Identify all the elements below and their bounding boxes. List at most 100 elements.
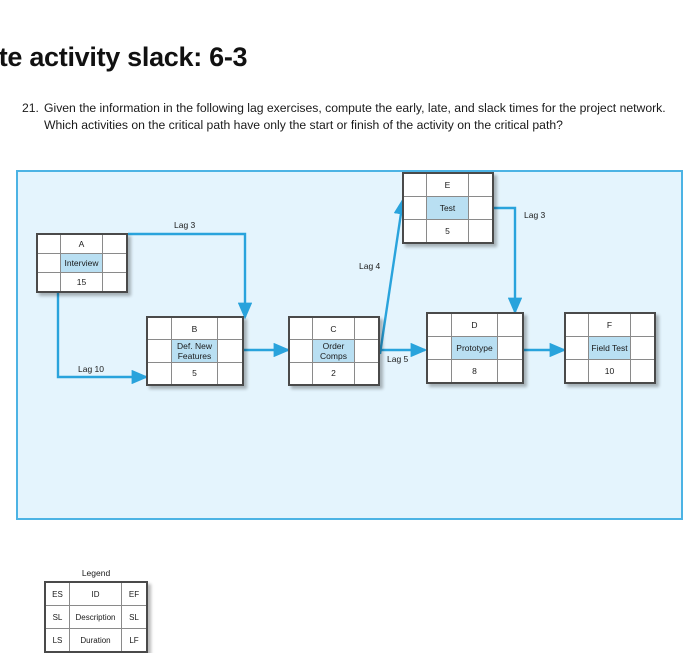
node-a-duration: 15 xyxy=(61,273,104,291)
node-e-lf xyxy=(469,220,492,242)
node-e-ls xyxy=(404,220,427,242)
node-b-row-mid: Def. New Features xyxy=(148,340,242,363)
node-a-description: Interview xyxy=(60,254,104,272)
node-d-es xyxy=(428,314,453,336)
node-d-row-top: D xyxy=(428,314,522,337)
node-b-row-bottom: 5 xyxy=(148,362,242,384)
node-a-lf xyxy=(103,273,126,291)
node-b-sl-right xyxy=(218,340,242,361)
node-f-row-top: F xyxy=(566,314,654,337)
arrow-a-to-b-lag10 xyxy=(56,287,149,385)
node-d-duration: 8 xyxy=(452,360,498,382)
node-a-ef xyxy=(103,235,126,253)
node-d-row-bottom: 8 xyxy=(428,360,522,382)
question-number: 21. xyxy=(22,101,39,115)
node-f-sl-right xyxy=(631,337,654,359)
legend-ef: EF xyxy=(128,589,140,599)
node-c-row-top: C xyxy=(290,318,378,341)
node-c-ls xyxy=(290,362,313,384)
node-f-sl-left xyxy=(566,337,589,359)
legend-row-1: ES ID EF xyxy=(46,583,146,606)
node-d-id: D xyxy=(452,314,498,336)
node-c-row-bottom: 2 xyxy=(290,362,378,384)
node-c-sl-left xyxy=(290,340,313,362)
node-a-row-mid: Interview xyxy=(38,254,126,273)
node-c-duration: 2 xyxy=(313,362,356,384)
node-e-description: Test xyxy=(426,197,470,219)
node-b-id: B xyxy=(172,318,218,340)
page-title: ete activity slack: 6-3 xyxy=(0,42,248,72)
arrow-c-to-e-lag4 xyxy=(378,197,408,355)
legend-row-2: SL Description SL xyxy=(46,606,146,629)
node-c-es xyxy=(290,318,313,340)
node-e-sl-right xyxy=(469,197,492,219)
node-b-lf xyxy=(218,363,242,384)
lag-label-a-to-b-alt: Lag 10 xyxy=(78,364,104,374)
activity-node-e[interactable]: E Test 5 xyxy=(402,172,494,244)
node-f-duration: 10 xyxy=(589,360,632,382)
activity-node-a[interactable]: A Interview 15 xyxy=(36,233,128,293)
node-c-row-mid: Order Comps xyxy=(290,340,378,363)
arrow-a-to-b-lag3 xyxy=(128,232,253,320)
legend-id: ID xyxy=(70,583,122,605)
node-f-ef xyxy=(631,314,654,336)
node-f-row-bottom: 10 xyxy=(566,360,654,382)
node-e-sl-left xyxy=(404,197,427,219)
node-b-description: Def. New Features xyxy=(172,340,218,362)
node-e-es xyxy=(404,174,427,196)
node-b-ef xyxy=(218,318,242,339)
node-b-row-top: B xyxy=(148,318,242,341)
legend-duration: Duration xyxy=(70,629,122,651)
legend-title: Legend xyxy=(81,568,111,578)
activity-node-c[interactable]: C Order Comps 2 xyxy=(288,316,380,386)
node-b-duration: 5 xyxy=(172,362,218,384)
node-f-row-mid: Field Test xyxy=(566,337,654,360)
node-c-lf xyxy=(355,363,378,384)
node-d-description: Prototype xyxy=(452,337,498,359)
node-b-sl-left xyxy=(148,340,173,362)
question-text: Given the information in the following l… xyxy=(44,101,666,132)
node-c-description: Order Comps xyxy=(312,340,356,362)
node-d-ls xyxy=(428,360,453,382)
legend-sl-right: SL xyxy=(129,612,139,622)
node-b-es xyxy=(148,318,173,340)
legend-es: ES xyxy=(46,583,70,605)
node-c-id: C xyxy=(313,318,356,340)
lag-label-e-to-d: Lag 3 xyxy=(524,210,546,220)
node-d-lf xyxy=(498,360,522,382)
lag-label-c-to-e: Lag 4 xyxy=(359,261,381,271)
node-a-row-bottom: 15 xyxy=(38,273,126,291)
node-a-sl-right xyxy=(103,254,126,272)
legend-ls: LS xyxy=(46,629,70,651)
node-c-sl-right xyxy=(355,340,378,361)
node-e-ef xyxy=(469,174,492,196)
question-block: 21. Given the information in the followi… xyxy=(22,100,690,134)
legend: Legend ES ID EF SL Description SL LS Dur… xyxy=(44,568,148,653)
node-d-ef xyxy=(498,314,522,336)
node-e-id: E xyxy=(427,174,470,196)
activity-node-b[interactable]: B Def. New Features 5 xyxy=(146,316,244,386)
activity-node-d[interactable]: D Prototype 8 xyxy=(426,312,524,384)
arrow-e-to-d-lag3 xyxy=(493,206,523,315)
legend-row-3: LS Duration LF xyxy=(46,629,146,651)
legend-description: Description xyxy=(70,606,122,628)
node-c-ef xyxy=(355,318,378,339)
node-f-lf xyxy=(631,360,654,382)
activity-node-f[interactable]: F Field Test 10 xyxy=(564,312,656,384)
lag-label-a-to-b: Lag 3 xyxy=(174,220,196,230)
legend-sl-left: SL xyxy=(46,606,70,628)
node-f-id: F xyxy=(589,314,632,336)
node-e-row-mid: Test xyxy=(404,197,492,220)
node-d-row-mid: Prototype xyxy=(428,337,522,360)
legend-box: ES ID EF SL Description SL LS Duration L… xyxy=(44,581,148,653)
node-a-es xyxy=(38,235,61,253)
node-e-duration: 5 xyxy=(427,220,470,242)
diagram-arrows xyxy=(56,197,567,385)
node-a-row-top: A xyxy=(38,235,126,254)
node-a-id: A xyxy=(61,235,104,253)
network-diagram-panel: A Interview 15 B Def. New Features 5 xyxy=(16,170,683,653)
node-e-row-top: E xyxy=(404,174,492,197)
node-e-row-bottom: 5 xyxy=(404,220,492,242)
node-b-ls xyxy=(148,362,173,384)
node-f-description: Field Test xyxy=(588,337,632,359)
